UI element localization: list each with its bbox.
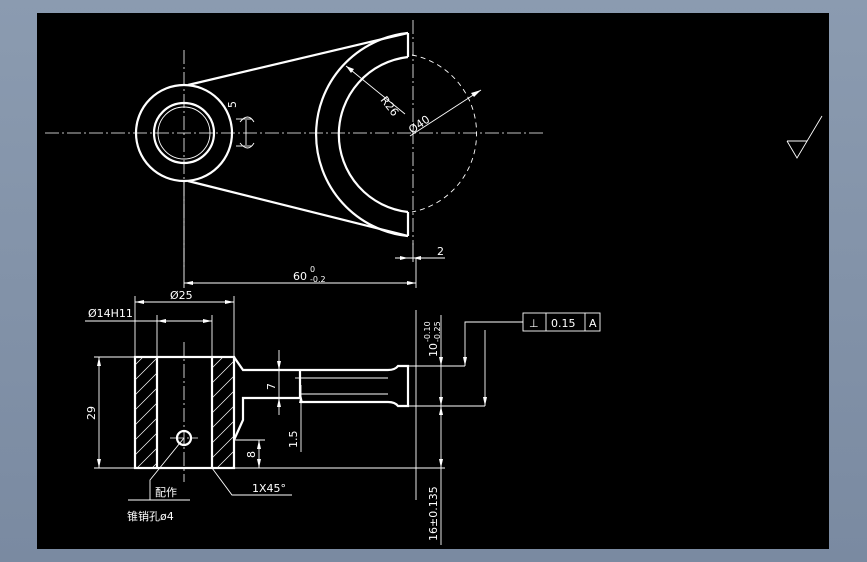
tolerance-value: 0.15 [551, 317, 576, 330]
pin-hole-leader [149, 437, 185, 500]
dim29-label: 29 [85, 406, 98, 420]
dim60-tol-lower: -0.2 [310, 275, 326, 284]
dim2-label: 2 [437, 245, 444, 258]
chamfer-label: 1X45° [252, 482, 286, 495]
hub-section-outline [133, 355, 236, 470]
hatch-left [135, 357, 157, 468]
dia25-label: Ø25 [170, 289, 193, 302]
dim10-label: 10 [427, 343, 440, 357]
r26-leader [345, 65, 406, 115]
fork-outer-arc [314, 31, 409, 238]
arm-lower-edge [187, 179, 409, 238]
hub-bore-outer-circle [152, 101, 216, 165]
dim8-label: 8 [245, 451, 258, 458]
dim5-label: 5 [226, 101, 239, 108]
dim10-tol-upper: -0.10 [423, 321, 432, 342]
note-assembly: 配作 [155, 486, 177, 499]
tolerance-symbol: ⊥ [529, 317, 539, 330]
drawing-sheet [37, 13, 829, 549]
section-view: Ø25 Ø14H11 29 7 1.5 8 [85, 289, 523, 545]
dim5-break-top [239, 116, 255, 123]
dim10-tol-lower: -0.25 [433, 321, 442, 342]
tolerance-datum: A [589, 317, 597, 330]
dim1-5-label: 1.5 [287, 431, 300, 449]
dim16-label: 16±0.135 [427, 486, 440, 541]
tolerance-frame: ⊥ 0.15 A [522, 312, 601, 332]
dim5-break-bottom [239, 142, 255, 149]
dim60-tol-upper: 0 [310, 265, 315, 274]
fork-end-outline [300, 364, 410, 408]
hub-bore-inner-circle [157, 106, 211, 160]
dim60-label: 60 [293, 270, 307, 283]
fork-inner-arc [337, 55, 409, 214]
dia40-leader [409, 89, 482, 137]
roughness-symbol [786, 115, 823, 159]
dim7-label: 7 [265, 383, 278, 390]
dia14-label: Ø14H11 [88, 307, 133, 320]
tolerance-leader-1 [464, 321, 523, 366]
chamfer-leader [211, 467, 292, 496]
phantom-circle [411, 54, 478, 213]
arm-upper-edge [187, 31, 409, 87]
notes: 配作 锥销孔ø4 1X45° [127, 437, 292, 523]
note-taper-pin: 锥销孔ø4 [127, 509, 174, 523]
hatch-right [212, 357, 234, 468]
